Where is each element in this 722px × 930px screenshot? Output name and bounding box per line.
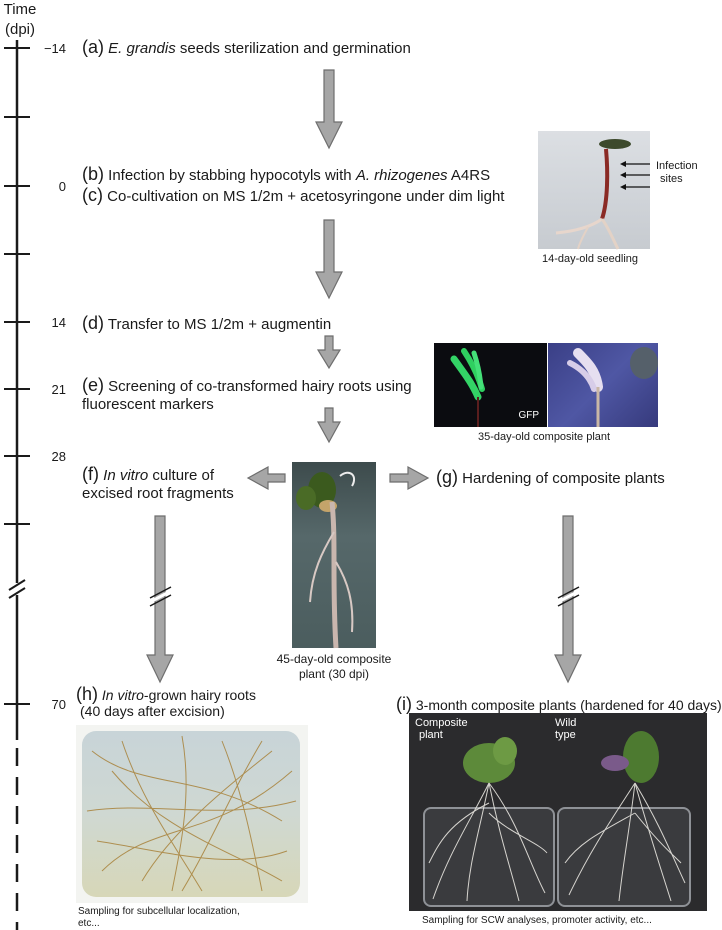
- arrow-left-to-f: [246, 465, 286, 491]
- step-h-text: -grown hairy roots: [143, 687, 256, 703]
- tick-label-14: 14: [51, 315, 66, 330]
- label-composite-plant: Composite plant: [415, 717, 468, 741]
- label-composite-line2: plant: [419, 729, 443, 741]
- step-f: (f) In vitro culture of excised root fra…: [82, 465, 234, 503]
- label-wild-line2: type: [555, 729, 576, 741]
- arrow-down-e-f: [316, 407, 342, 444]
- arrow-break-left-1: [149, 589, 172, 604]
- step-a-text: seeds sterilization and germination: [175, 40, 411, 57]
- gfp-photo: GFP: [434, 343, 547, 427]
- seedling-photo: [538, 131, 650, 250]
- arrow-break-left-a: [149, 586, 172, 599]
- label-composite-line1: Composite: [415, 717, 468, 729]
- step-h: (h) In vitro-grown hairy roots (40 days …: [76, 684, 256, 719]
- step-g: (g) Hardening of composite plants: [436, 468, 665, 488]
- hairy-roots-caption-line2: etc...: [78, 918, 100, 929]
- infection-arrows: [618, 161, 650, 206]
- hairy-roots-caption: Sampling for subcellular localization, e…: [78, 906, 240, 930]
- hairy-roots-caption-line1: Sampling for subcellular localization,: [78, 906, 240, 917]
- tick-label-21: 21: [51, 382, 66, 397]
- time-axis: [4, 40, 30, 930]
- step-i-letter: (i): [396, 694, 412, 714]
- step-d: (d) Transfer to MS 1/2m + augmentin: [82, 314, 331, 334]
- step-g-letter: (g): [436, 467, 458, 487]
- arrow-down-a-b: [315, 69, 343, 150]
- step-a-italic: E. grandis: [108, 40, 176, 57]
- tick-label-28: 28: [51, 449, 66, 464]
- step-h-letter: (h): [76, 684, 98, 704]
- step-c: (c) Co-cultivation on MS 1/2m + acetosyr…: [82, 186, 504, 206]
- step-f-line2: excised root fragments: [82, 485, 234, 502]
- plate-right: [557, 807, 691, 907]
- three-month-plants-photo: Composite plant Wild type: [409, 713, 707, 911]
- step-g-text: Hardening of composite plants: [458, 470, 665, 487]
- composite35-caption: 35-day-old composite plant: [478, 431, 611, 443]
- composite45-caption-line1: 45-day-old composite: [276, 652, 392, 666]
- axis-break-mark-1: [8, 579, 26, 591]
- arrow-break-left-b: [149, 594, 172, 607]
- label-wild-type: Wild type: [555, 717, 576, 741]
- arrow-right-to-g: [389, 465, 430, 491]
- brightfield-photo: [548, 343, 658, 427]
- step-h-italic: In vitro: [101, 687, 144, 703]
- step-f-italic: In vitro: [103, 467, 149, 484]
- three-month-caption: Sampling for SCW analyses, promoter acti…: [422, 915, 652, 926]
- arrow-down-g-i: [554, 515, 582, 684]
- axis-break-mark-2: [8, 587, 26, 599]
- step-b-letter: (b): [82, 164, 104, 184]
- gfp-label: GFP: [518, 410, 539, 421]
- step-d-text: Transfer to MS 1/2m + augmentin: [104, 316, 332, 333]
- step-b-italic: A. rhizogenes: [355, 167, 448, 184]
- step-b-text: Infection by stabbing hypocotyls with: [104, 167, 356, 184]
- step-e-line2: fluorescent markers: [82, 396, 214, 413]
- brightfield-roots: [567, 347, 658, 427]
- composite45-caption: 45-day-old composite plant (30 dpi): [270, 652, 398, 682]
- arrow-down-c-d: [315, 219, 343, 300]
- arrow-break-right-1: [557, 589, 580, 604]
- step-i: (i) 3-month composite plants (hardened f…: [396, 695, 722, 714]
- step-a: (a) E. grandis seeds sterilization and g…: [82, 38, 411, 58]
- hairy-roots-photo: [76, 725, 308, 903]
- tick-label-0: 0: [58, 179, 66, 194]
- composite45-photo: [292, 462, 376, 649]
- step-h-line2: (40 days after excision): [80, 703, 225, 719]
- step-e-text: Screening of co-transformed hairy roots …: [104, 378, 412, 395]
- step-i-text: 3-month composite plants (hardened for 4…: [412, 697, 722, 713]
- step-b: (b) Infection by stabbing hypocotyls wit…: [82, 165, 490, 185]
- three-month-plants-illustration: [428, 731, 686, 902]
- seedling-caption: 14-day-old seedling: [542, 253, 639, 265]
- tick-label-minus14: −14: [43, 41, 66, 56]
- arrow-break-right-b: [557, 594, 580, 607]
- step-f-text: culture of: [148, 467, 215, 484]
- step-d-letter: (d): [82, 313, 104, 333]
- axis-title-line2: (dpi): [4, 21, 35, 38]
- step-b-text2: A4RS: [447, 167, 491, 184]
- gfp-fluorescence: [450, 348, 485, 427]
- step-f-letter: (f): [82, 464, 99, 484]
- arrow-break-right-a: [557, 586, 580, 599]
- hairy-roots-network: [86, 735, 297, 892]
- step-c-letter: (c): [82, 185, 103, 205]
- seedling-illustration: [555, 139, 631, 250]
- step-e-letter: (e): [82, 375, 104, 395]
- arrow-down-d-e: [316, 335, 342, 370]
- label-wild-line1: Wild: [555, 717, 577, 729]
- step-c-text: Co-cultivation on MS 1/2m + acetosyringo…: [103, 188, 505, 205]
- plate-left: [423, 807, 555, 907]
- composite45-caption-line2: plant (30 dpi): [298, 667, 370, 681]
- infection-label-line1: Infection: [656, 160, 698, 172]
- infection-label-line2: sites: [660, 173, 683, 185]
- axis-title-line1: Time: [3, 1, 37, 18]
- axis-title: Time (dpi): [0, 0, 40, 40]
- step-e: (e) Screening of co-transformed hairy ro…: [82, 376, 412, 414]
- arrow-down-f-h: [146, 515, 174, 684]
- tick-label-70: 70: [51, 697, 66, 712]
- petri-plate: [82, 731, 300, 897]
- composite45-plant: [296, 471, 356, 649]
- step-a-letter: (a): [82, 37, 104, 57]
- infection-sites-label: Infection sites: [656, 160, 698, 186]
